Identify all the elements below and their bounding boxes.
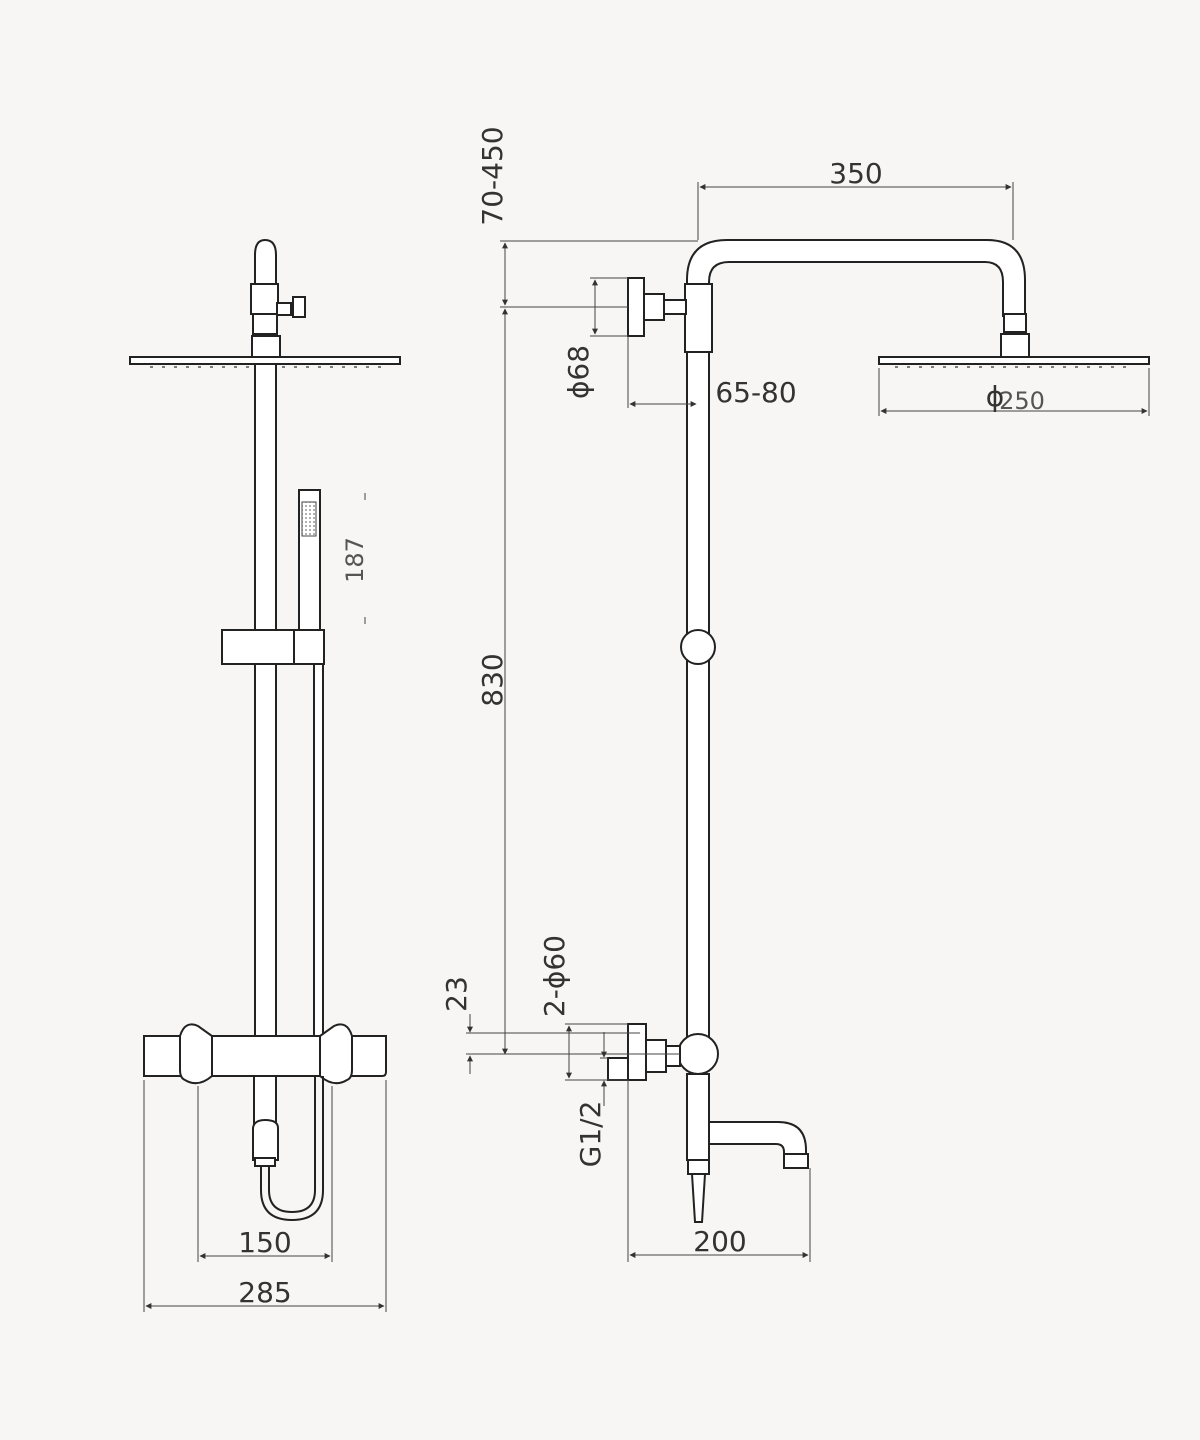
- side-bath-spout: [708, 1121, 807, 1157]
- front-left-handle: [179, 1023, 213, 1085]
- dim-phi250-value: 250: [999, 387, 1045, 415]
- front-riser-pipe: [254, 363, 277, 1040]
- side-head-connector: [1003, 313, 1027, 333]
- side-hose-nut: [687, 1159, 710, 1175]
- dim-200-label: 200: [693, 1225, 746, 1258]
- side-upper-wall-flange: [627, 277, 645, 337]
- dim-2-phi60-label: 2-ϕ60: [538, 935, 571, 1017]
- side-head-mount: [1000, 333, 1030, 359]
- side-upper-bracket-collar: [643, 293, 665, 321]
- front-hose-loop: [260, 1076, 324, 1222]
- dim-70-450-label: 70-450: [476, 126, 509, 225]
- dim-23-label: 23: [440, 976, 473, 1012]
- side-upper-bracket-arm: [663, 299, 687, 315]
- side-shower-arm: [686, 239, 1026, 317]
- side-spout-tip: [783, 1153, 809, 1169]
- front-diverter-pin: [292, 296, 306, 318]
- side-lower-connector: [665, 1045, 681, 1067]
- front-slider-clip: [293, 629, 325, 665]
- dim-187-label: 187: [341, 537, 369, 583]
- side-inlet-fitting: [607, 1057, 629, 1081]
- front-shower-head-plate: [129, 356, 401, 365]
- side-mixer-body: [677, 1033, 719, 1075]
- front-arm-connector: [250, 283, 279, 315]
- front-diverter-knob: [276, 302, 292, 316]
- front-slider-bracket: [221, 629, 295, 665]
- front-arm-nut: [252, 313, 278, 335]
- side-slider-ball: [680, 629, 716, 665]
- side-hose: [690, 1173, 707, 1223]
- side-shower-head-plate: [878, 356, 1150, 365]
- side-lower-wall-flange: [627, 1023, 647, 1081]
- side-lower-pipe: [686, 1073, 710, 1161]
- dim-65-80-label: 65-80: [715, 376, 796, 409]
- front-head-mount: [251, 335, 281, 359]
- dim-150-label: 150: [238, 1226, 291, 1259]
- side-lower-eccentric: [645, 1039, 667, 1073]
- side-view: 350 70-450 830 ϕ68 65-80 ϕ 250 2-ϕ60: [440, 126, 1150, 1262]
- dim-350-label: 350: [829, 157, 882, 190]
- dim-g12-label: G1/2: [574, 1101, 607, 1168]
- front-view: 187 150 285: [129, 238, 401, 1312]
- front-hand-shower-spray-face: [301, 501, 317, 537]
- dim-830-label: 830: [476, 653, 509, 706]
- side-riser-pipe: [686, 349, 710, 1041]
- front-hose-rail: [313, 663, 324, 1040]
- dim-phi250-symbol: ϕ: [986, 380, 1004, 413]
- side-upper-sleeve: [684, 283, 713, 353]
- dim-phi68-label: ϕ68: [562, 345, 595, 399]
- front-bottom-outlet: [252, 1118, 279, 1161]
- dim-285-label: 285: [238, 1276, 291, 1309]
- front-hose-nut: [254, 1157, 276, 1167]
- front-right-handle: [319, 1023, 353, 1085]
